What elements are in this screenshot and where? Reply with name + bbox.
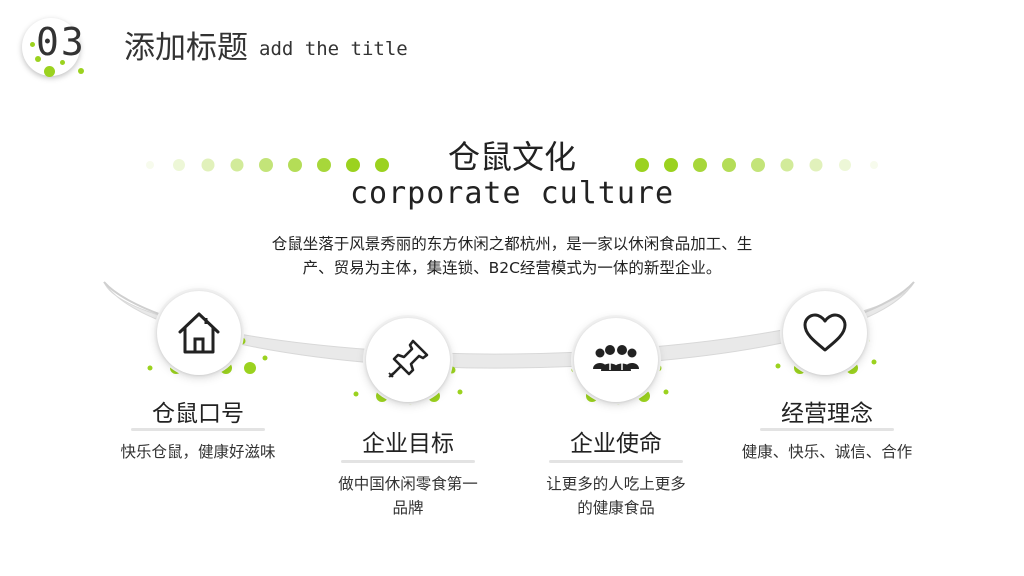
slogan-title: 仓鼠口号 <box>152 401 244 427</box>
badge-dot <box>35 56 41 62</box>
mission-title: 企业使命 <box>570 431 662 457</box>
pushpin-icon <box>388 339 429 378</box>
team-icon <box>593 345 639 371</box>
badge-dot <box>60 60 65 65</box>
slogan-text: 快乐仓鼠，健康好滋味 <box>120 443 276 461</box>
page-subtitle: add the title <box>259 38 408 60</box>
house-icon <box>178 312 220 354</box>
culture-title: 仓鼠文化 <box>447 138 576 176</box>
description-line: 仓鼠坐落于风景秀丽的东方休闲之都杭州，是一家以休闲食品加工、生 <box>271 235 753 253</box>
mission-icon-circle <box>574 318 658 402</box>
goal-text-line: 做中国休闲零食第一 <box>338 475 478 493</box>
goal-title: 企业目标 <box>362 431 454 457</box>
culture-subtitle: corporate culture <box>349 176 675 211</box>
heart-icon <box>803 313 847 352</box>
philosophy-icon-circle <box>783 291 867 375</box>
description-line: 产、贸易为主体，集连锁、B2C经营模式为一体的新型企业。 <box>302 259 722 277</box>
mission-text-line: 让更多的人吃上更多 <box>546 475 686 493</box>
culture-description: 仓鼠坐落于风景秀丽的东方休闲之都杭州，是一家以休闲食品加工、生 产、贸易为主体，… <box>200 232 824 280</box>
badge-dot <box>78 68 84 74</box>
section-number: 03 <box>36 20 86 64</box>
slogan-divider <box>131 428 265 431</box>
slogan-icon-circle <box>157 291 241 375</box>
goal-icon-circle <box>366 318 450 402</box>
philosophy-title: 经营理念 <box>781 401 873 427</box>
goal-text-line: 品牌 <box>392 499 424 517</box>
mission-text: 让更多的人吃上更多 的健康食品 <box>516 472 716 520</box>
badge-dot <box>44 66 55 77</box>
badge-dot <box>30 42 35 47</box>
dotted-line-left <box>146 158 389 172</box>
philosophy-text: 健康、快乐、诚信、合作 <box>741 443 913 461</box>
mission-text-line: 的健康食品 <box>577 499 655 517</box>
mission-divider <box>549 460 683 463</box>
page-title: 添加标题 <box>124 30 248 66</box>
goal-divider <box>341 460 475 463</box>
dotted-line-right <box>635 158 878 172</box>
goal-text: 做中国休闲零食第一 品牌 <box>308 472 508 520</box>
philosophy-divider <box>760 428 894 431</box>
